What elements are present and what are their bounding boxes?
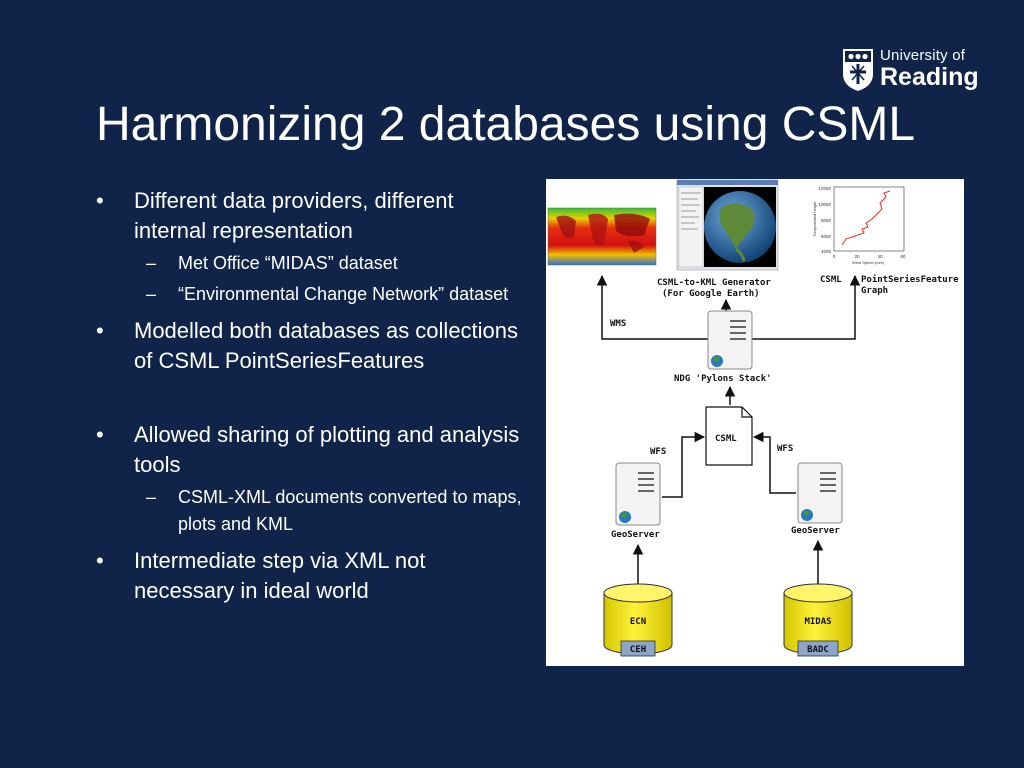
graph-y-tick: 6000 [821,234,832,239]
sub-bullet-item: – Met Office “MIDAS” dataset [96,250,526,277]
geoserver-left-label: GeoServer [611,530,660,540]
bullet-text: Allowed sharing of plotting and analysis… [134,422,520,477]
bullet-dot: • [96,422,104,447]
wfs-left-label: WFS [650,447,666,457]
bullet-text: Intermediate step via XML not necessary … [134,548,426,603]
google-earth-thumbnail [676,179,779,271]
logo-line1: University of [880,47,966,64]
wfs-right-label: WFS [777,444,793,454]
ecn-label: ECN [630,617,646,627]
csml-document-icon [705,406,753,466]
logo-line2: Reading [880,63,979,91]
point-series-graph-thumbnail: 12000 10000 8000 6000 4000 0 20 40 60 Wi… [812,186,906,265]
ecn-database-icon [603,583,673,657]
graph-y-tick: 8000 [821,218,832,223]
kml-generator-label: CSML-to-KML Generator [657,278,771,288]
arrow-wfs-right [752,431,796,494]
ndg-server-icon [707,310,753,370]
graph-x-tick: 0 [833,254,836,259]
sub-bullet-text: Met Office “MIDAS” dataset [178,253,398,273]
diagram-canvas: 12000 10000 8000 6000 4000 0 20 40 60 Wi… [547,179,959,657]
bullet-list: • Different data providers, different int… [96,186,526,606]
sub-bullet-dash: – [146,487,157,507]
arrow-wfs-left [662,431,706,498]
graph-x-tick: 20 [854,254,860,259]
sub-bullet-dash: – [146,284,157,304]
wms-label: WMS [610,319,626,329]
bullet-dot: • [96,318,104,343]
graph-label: PointSeriesFeature [861,274,959,285]
midas-database-icon [783,583,853,657]
graph-y-tick: 12000 [818,186,831,191]
csml-document-label: CSML [715,434,737,444]
geoserver-right-label: GeoServer [791,526,840,536]
bullet-item: • Intermediate step via XML not necessary… [96,546,526,606]
bullet-dot: • [96,188,104,213]
bullet-dot: • [96,548,104,573]
university-logo: University of Reading [842,48,982,96]
crest-icon [843,49,873,91]
sub-bullet-dash: – [146,253,157,273]
graph-y-tick: 4000 [821,249,832,254]
ceh-label: CEH [630,645,646,655]
bullet-item: • Different data providers, different int… [96,186,526,246]
badc-label: BADC [807,645,829,655]
graph-x-tick: 40 [877,254,883,259]
bullet-text: Modelled both databases as collections o… [134,318,519,373]
bullet-text: Different data providers, different inte… [134,188,454,243]
arrow-wms [596,274,708,340]
sub-bullet-text: CSML-XML documents converted to maps, pl… [178,487,522,534]
midas-label: MIDAS [804,617,831,627]
bullet-item: • Allowed sharing of plotting and analysi… [96,420,526,480]
sub-bullet-text: “Environmental Change Network” dataset [178,284,509,304]
geoserver-left-icon [615,462,661,526]
architecture-diagram: 12000 10000 8000 6000 4000 0 20 40 60 Wi… [546,179,964,666]
graph-y-tick: 10000 [818,202,831,207]
graph-series-line [841,190,891,246]
arrow-graph [752,274,861,340]
kml-generator-sublabel: (For Google Earth) [662,289,760,299]
geoserver-right-icon [797,462,843,524]
csml-graph-label: CSML [820,275,842,285]
ndg-stack-label: NDG 'Pylons Stack' [674,374,772,384]
sub-bullet-item: – CSML-XML documents converted to maps, p… [96,484,526,538]
graph-y-label: Geopotential height [812,201,817,237]
graph-x-label: Wind Speed (m/s) [852,260,885,265]
graph-sublabel: Graph [861,286,888,296]
graph-x-tick: 60 [900,254,906,259]
bullet-item: • Modelled both databases as collections … [96,316,526,376]
sub-bullet-item: – “Environmental Change Network” dataset [96,281,526,308]
slide-title: Harmonizing 2 databases using CSML [96,98,916,151]
wms-map-thumbnail [547,207,657,266]
